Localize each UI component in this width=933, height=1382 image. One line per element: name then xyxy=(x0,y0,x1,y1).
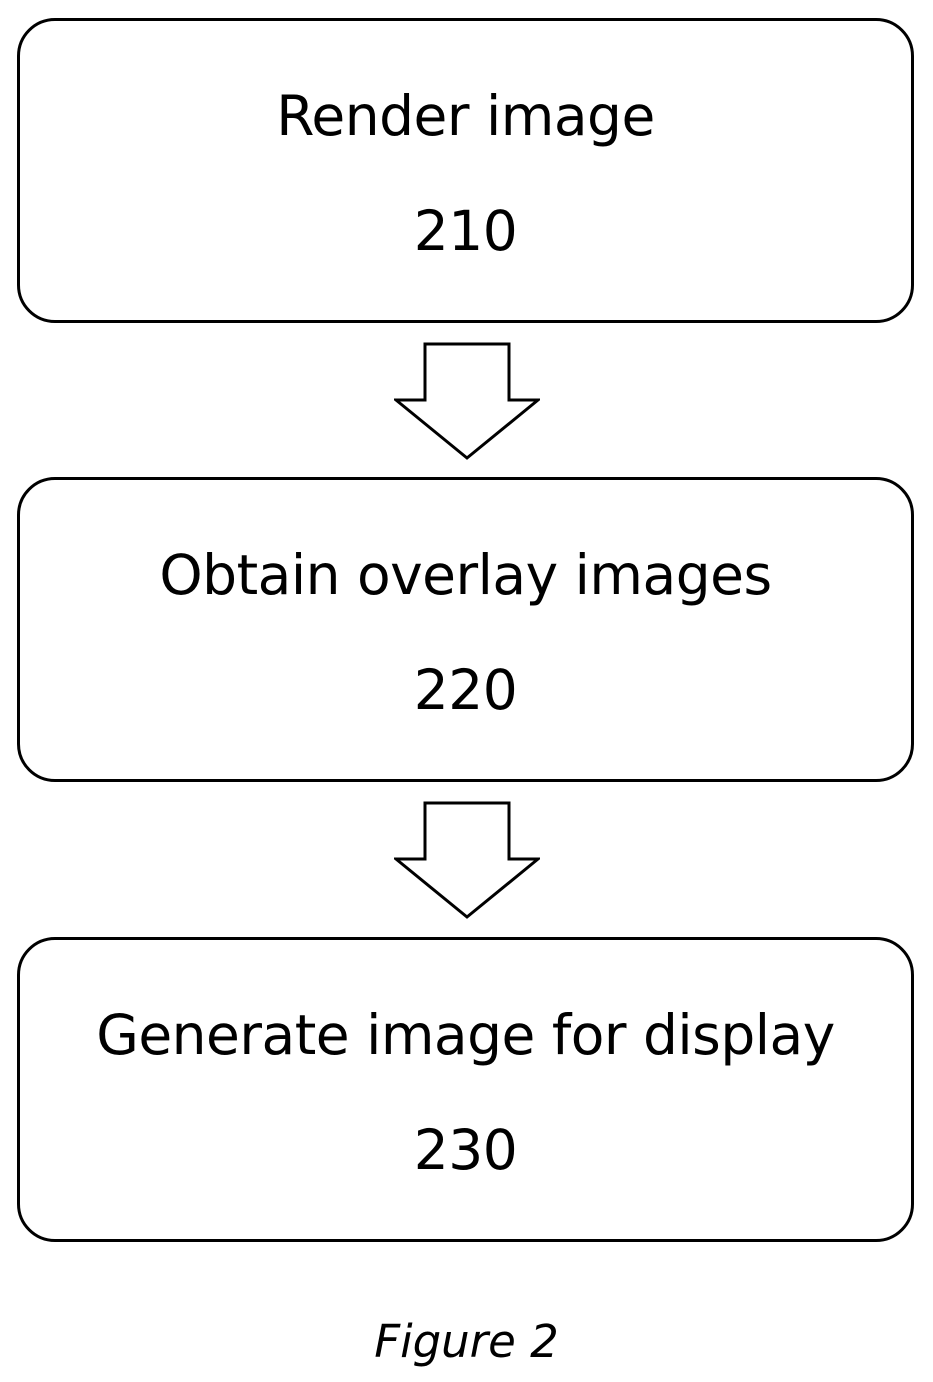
step-box-obtain-overlay-images: Obtain overlay images 220 xyxy=(17,477,914,782)
step-label: Render image xyxy=(276,84,655,148)
down-arrow-icon xyxy=(394,801,540,919)
down-arrow-icon xyxy=(394,342,540,460)
step-label: Obtain overlay images xyxy=(159,543,772,607)
figure-caption: Figure 2 xyxy=(374,1315,559,1368)
step-label: Generate image for display xyxy=(96,1003,835,1067)
step-box-generate-image-for-display: Generate image for display 230 xyxy=(17,937,914,1242)
step-number: 230 xyxy=(413,1118,518,1182)
step-number: 210 xyxy=(413,199,518,263)
step-number: 220 xyxy=(413,658,518,722)
step-box-render-image: Render image 210 xyxy=(17,18,914,323)
